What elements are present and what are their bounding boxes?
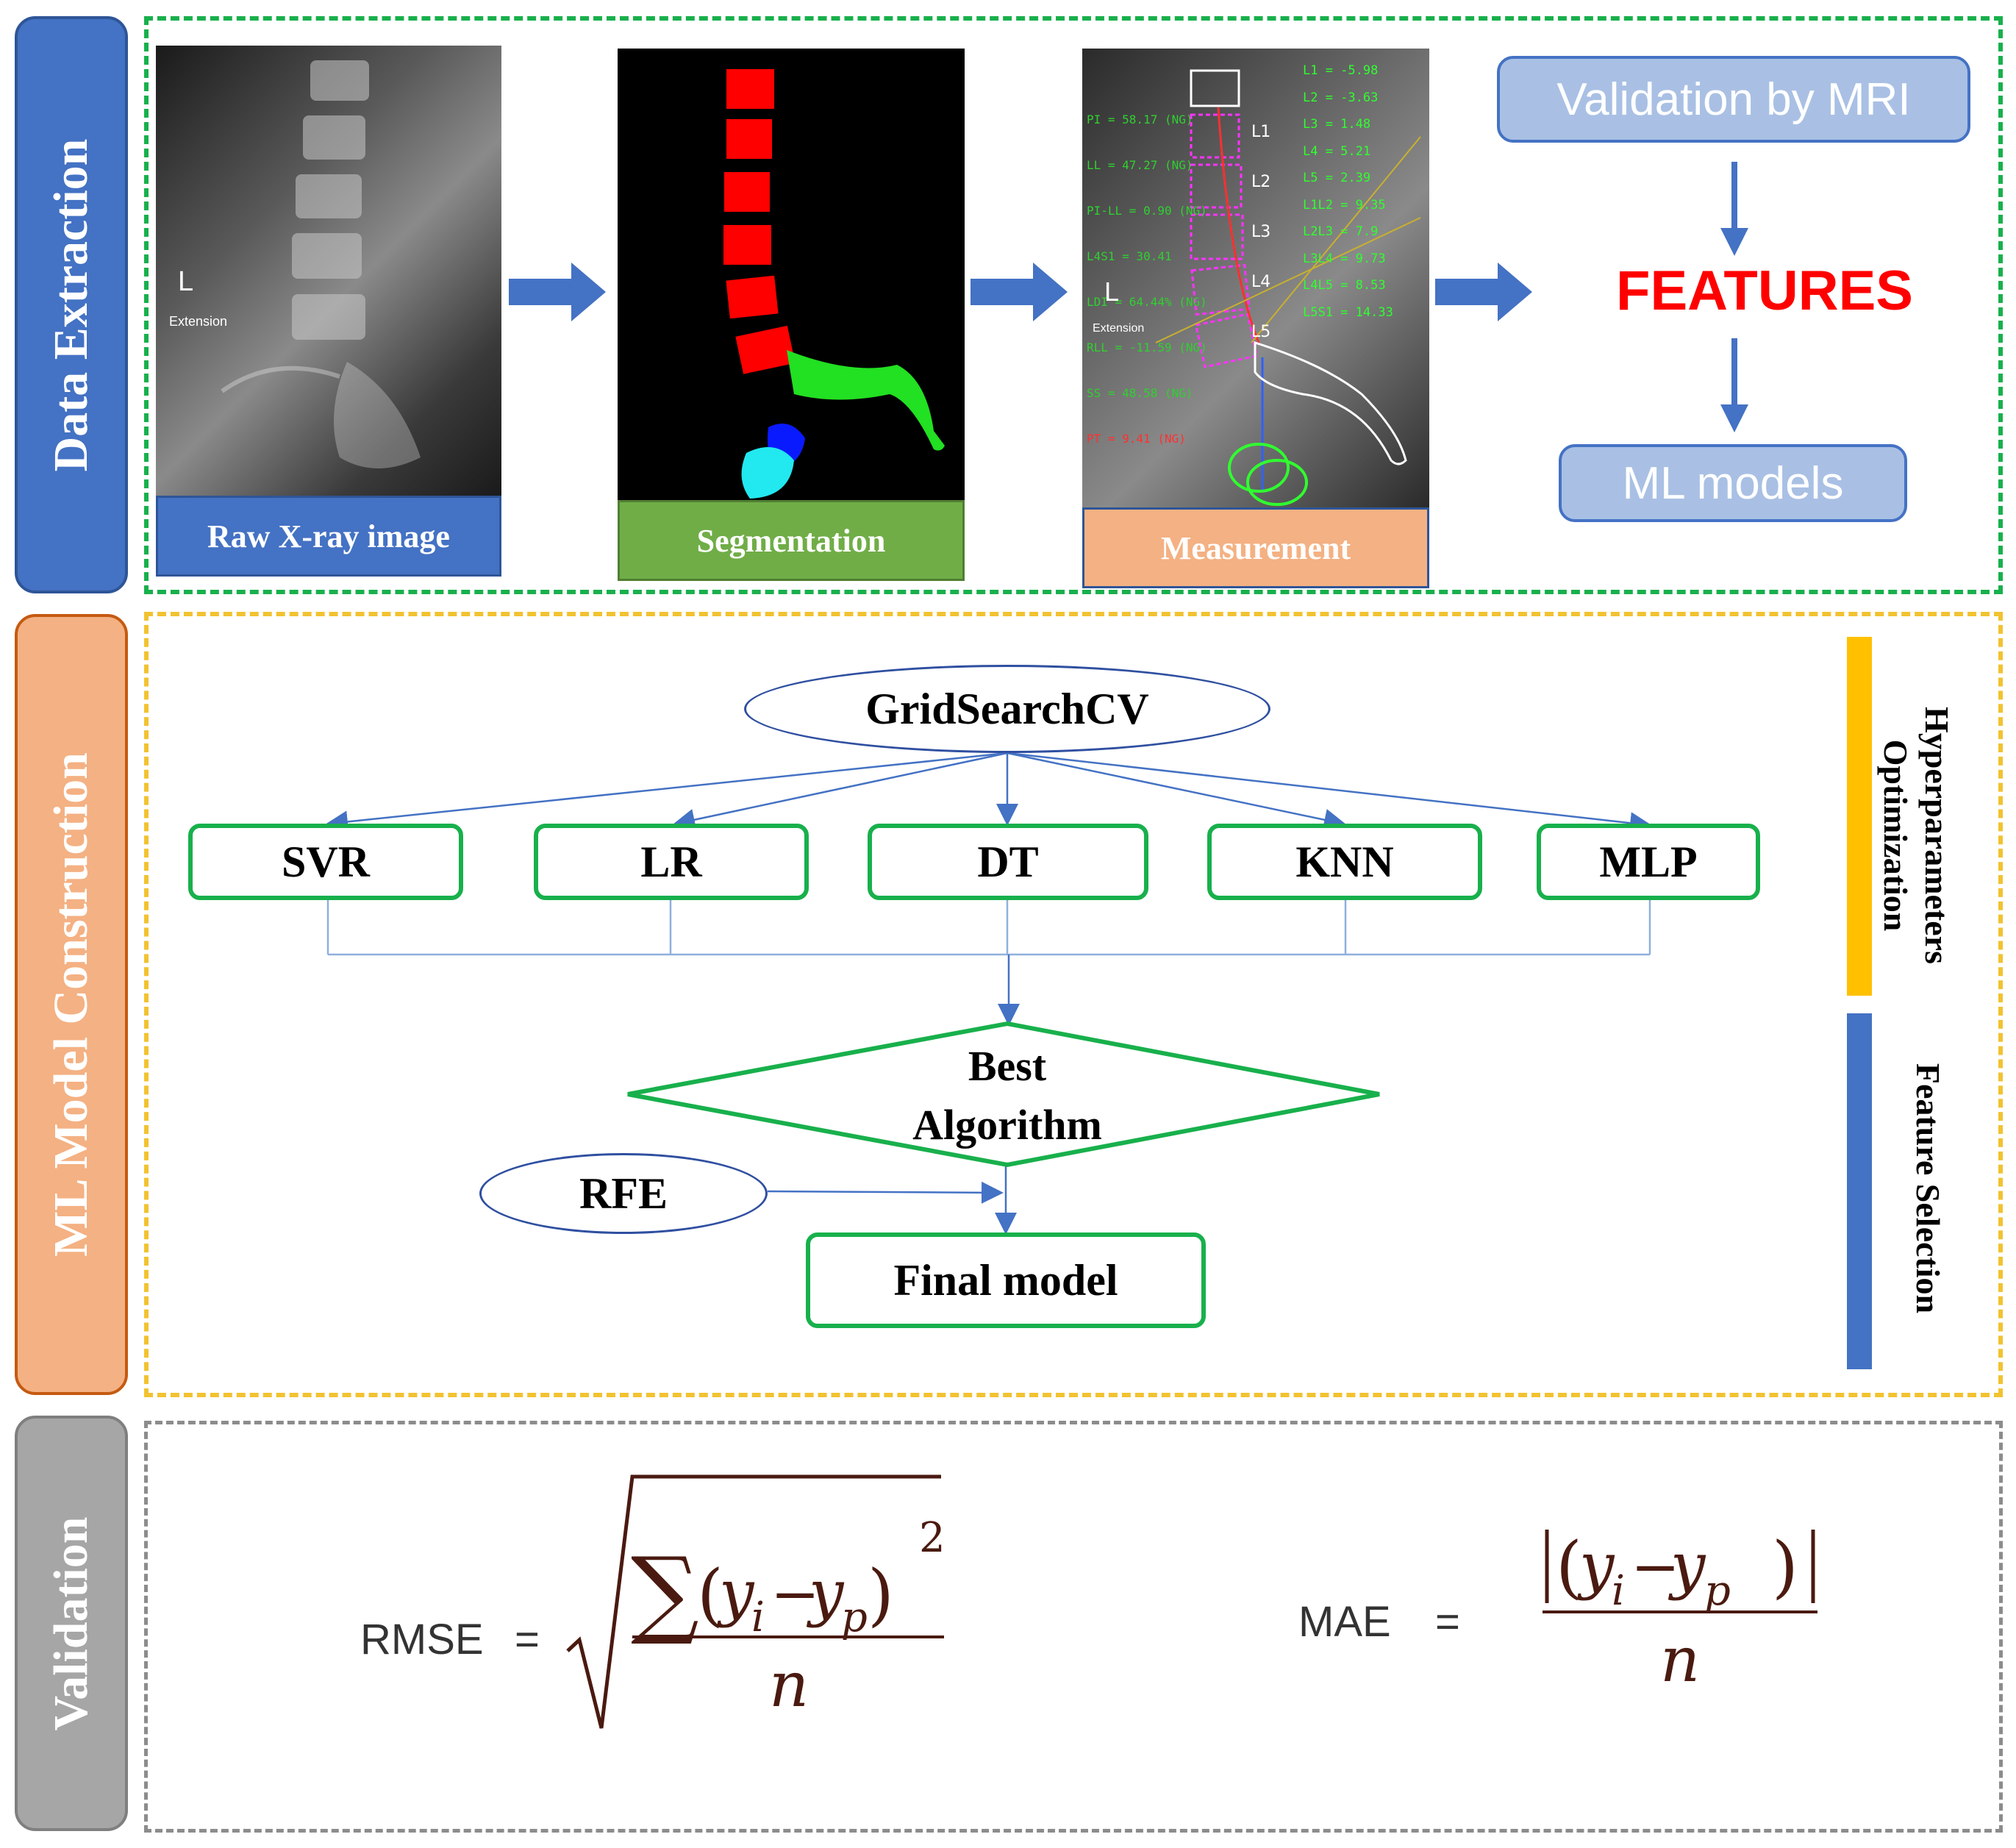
rmse-equals: = — [515, 1616, 540, 1663]
measurement-image: L1 = -5.98 L2 = -3.63 L3 = 1.48 L4 = 5.2… — [1082, 49, 1429, 507]
final-model-box: Final model — [806, 1232, 1206, 1328]
segmentation-mask-drawing — [723, 69, 945, 499]
mae-equals: = — [1435, 1598, 1460, 1646]
rmse-square: 2 — [919, 1514, 946, 1562]
rmse-formula: ∑ ( y i − y p ) 2 n — [566, 1474, 946, 1729]
arrow-raw-to-seg — [509, 263, 606, 321]
sidebar-validation: Validation — [15, 1416, 128, 1831]
model-box-lr: LR — [534, 824, 809, 900]
frame-validation — [144, 1421, 2003, 1833]
model-box-knn: KNN — [1207, 824, 1482, 900]
raw-xray-image: L Extension — [156, 46, 501, 496]
feature-selection-bar — [1847, 1013, 1872, 1369]
xray-side-marker: L — [178, 266, 194, 297]
measurement-subtext: Extension — [1093, 322, 1145, 335]
measurement-left-values: PI = 58.17 (NG) LL = 47.27 (NG) PI-LL = … — [1087, 113, 1207, 446]
rmse-label: RMSE — [360, 1616, 484, 1663]
features-label: FEATURES — [1616, 260, 1913, 322]
mae-sub-i: i — [1612, 1567, 1625, 1615]
xray-subtext: Extension — [169, 314, 228, 329]
hyperparameter-label: Hyperparameters Optimization — [1877, 707, 1956, 964]
model-box-mlp: MLP — [1537, 824, 1760, 900]
segmentation-caption: Segmentation — [618, 500, 965, 581]
mae-y2: y — [1668, 1530, 1706, 1602]
mae-y1: y — [1576, 1530, 1615, 1602]
frame-ml-model-construction — [144, 612, 2003, 1397]
measurement-side-marker: L — [1104, 277, 1120, 307]
ml-models-box: ML models — [1559, 444, 1907, 522]
measurement-caption: Measurement — [1082, 507, 1429, 588]
rmse-n: n — [769, 1649, 809, 1721]
measurement-vertebra-labels: L1 L2 L3 L4 L5 — [1251, 123, 1271, 341]
svg-text:(: ( — [1556, 1527, 1582, 1606]
segmentation-image — [618, 49, 965, 500]
mae-label: MAE — [1298, 1598, 1391, 1646]
rmse-minus: − — [771, 1560, 820, 1628]
arrow-seg-to-measure — [971, 263, 1068, 321]
rmse-y1: y — [716, 1557, 755, 1629]
svg-text:): ) — [868, 1555, 894, 1634]
sidebar-data-extraction: Data Extraction — [15, 16, 128, 593]
mae-minus: − — [1631, 1533, 1680, 1601]
frame-data-extraction — [144, 16, 2003, 594]
model-box-svr: SVR — [188, 824, 463, 900]
raw-xray-caption: Raw X-ray image — [156, 496, 501, 577]
validation-by-mri-box: Validation by MRI — [1497, 56, 1970, 143]
rmse-sub-i: i — [751, 1594, 765, 1641]
measurement-right-values: L1 = -5.98 L2 = -3.63 L3 = 1.48 L4 = 5.2… — [1303, 63, 1393, 320]
mae-n: n — [1660, 1624, 1700, 1696]
arrow-mri-to-features — [1720, 162, 1748, 256]
svg-text:): ) — [1772, 1527, 1798, 1606]
measurement-overlay-drawing — [1155, 69, 1421, 506]
best-algorithm-label: Best Algorithm — [912, 1042, 1102, 1149]
spine-xray-drawing — [221, 60, 421, 468]
best-algorithm-diamond — [627, 1021, 1380, 1168]
rmse-y2: y — [806, 1557, 845, 1629]
arrow-features-to-ml-models — [1720, 338, 1748, 432]
hyperparameter-bar — [1847, 637, 1872, 996]
rmse-sub-p: p — [841, 1594, 868, 1641]
arrow-measure-to-features — [1435, 263, 1532, 321]
mae-formula: ( y i − y p ) n — [1543, 1527, 1817, 1696]
gridsearchcv-node: GridSearchCV — [744, 665, 1270, 753]
rfe-node: RFE — [479, 1153, 768, 1234]
mae-sub-p: p — [1704, 1567, 1731, 1615]
model-box-dt: DT — [868, 824, 1148, 900]
svg-text:(: ( — [697, 1555, 723, 1634]
feature-selection-label: Feature Selection — [1909, 1063, 1947, 1314]
rmse-sum: ∑ — [631, 1536, 699, 1648]
sidebar-ml-model-construction: ML Model Construction — [15, 614, 128, 1395]
